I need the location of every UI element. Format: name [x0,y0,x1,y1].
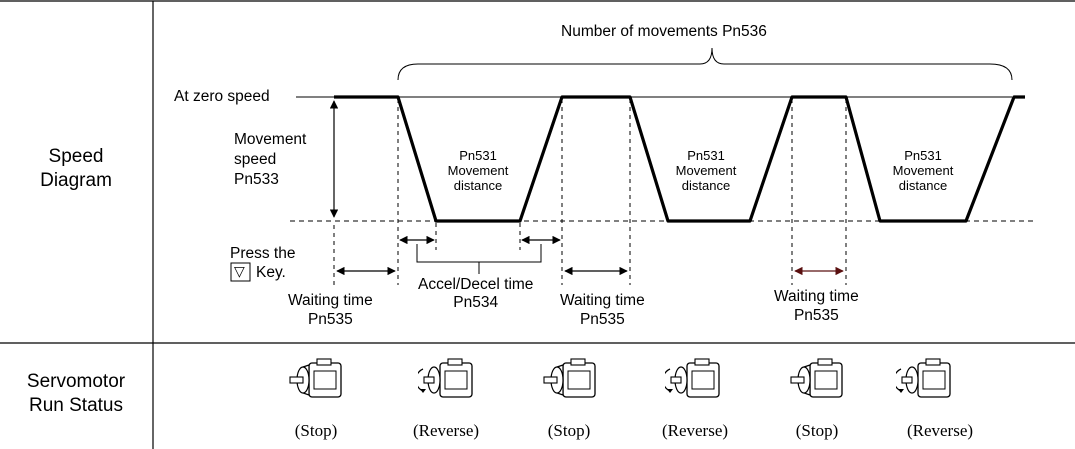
row-label-line: Speed [48,146,104,167]
run-status-row-label: Servomotor Run Status [0,370,152,418]
waiting-time-label-3: Waiting time Pn535 [774,287,859,325]
movement-distance-label-2: Pn531 Movement distance [646,148,766,193]
label-line: Waiting time [560,292,645,309]
run-status-label: (Stop) [547,421,591,440]
press-key-line1: Press the [230,245,296,262]
label-line: Pn531 [459,148,497,163]
label-line: Movement [234,131,307,148]
accel-decel-label: Accel/Decel time Pn534 [418,276,533,312]
press-key-line2: Key. [256,264,286,281]
servomotor-stop-icon [790,358,843,398]
run-status-label: (Stop) [294,421,338,440]
label-line: Pn534 [453,294,499,311]
accel-decel-bracket [416,244,542,274]
label-line: Waiting time [288,292,373,309]
label-line: distance [453,178,503,193]
run-status-label: (Reverse) [412,421,480,440]
label-line: Movement [447,163,509,178]
label-line: Movement [892,163,954,178]
waiting-time-label-2: Waiting time Pn535 [560,291,645,329]
label-line: speed [234,151,277,168]
label-line: Pn533 [234,171,279,188]
label-line: Accel/Decel time [418,276,534,293]
movement-distance-label-1: Pn531 Movement distance [418,148,538,193]
label-line: Movement [675,163,737,178]
down-key-icon: ▽ [234,263,245,279]
servomotor-reverse-icon [896,358,951,398]
movement-speed-label: Movement speed Pn533 [234,130,306,190]
label-line: distance [681,178,731,193]
row-label-line: Diagram [40,170,112,191]
movements-label: Number of movements Pn536 [561,23,767,40]
label-line: Pn531 [687,148,725,163]
run-status-label: (Stop) [795,421,839,440]
servomotor-stop-icon [289,358,342,398]
run-status-label: (Reverse) [661,421,729,440]
speed-profile [334,95,1025,223]
label-line: Pn531 [904,148,942,163]
row-label-line: Servomotor [26,371,126,392]
movement-distance-label-3: Pn531 Movement distance [863,148,983,193]
zero-speed-label: At zero speed [174,88,270,105]
row-label-line: Run Status [29,395,123,416]
servomotor-stop-icon [543,358,596,398]
label-line: distance [898,178,948,193]
label-line: Pn535 [307,311,353,328]
label-line: Pn535 [579,311,625,328]
run-status-label: (Reverse) [906,421,974,440]
servomotor-reverse-icon [418,358,473,398]
movements-brace [397,47,1013,81]
dashed-guides [333,99,847,285]
speed-diagram-row-label: Speed Diagram [0,145,152,193]
label-line: Waiting time [774,288,859,305]
waiting-time-label-1: Waiting time Pn535 [288,291,373,329]
label-line: Pn535 [793,307,839,324]
servomotor-reverse-icon [665,358,720,398]
down-key-box [230,262,251,282]
